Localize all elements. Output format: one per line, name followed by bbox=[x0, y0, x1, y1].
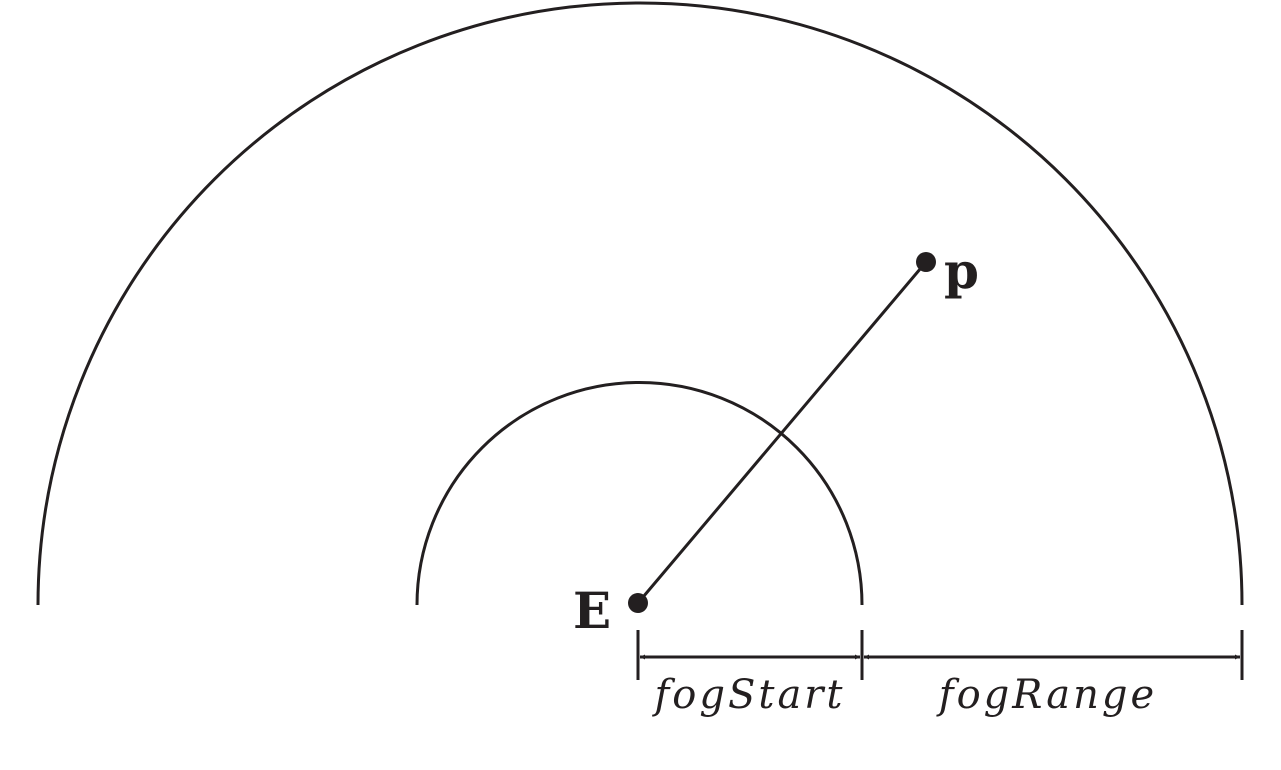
eye-label: E bbox=[573, 581, 611, 640]
point-label: p bbox=[944, 241, 979, 300]
outer-fog-range-arc bbox=[36, 1, 1244, 606]
inner-fog-start-arc bbox=[415, 381, 864, 606]
eye-to-point-line bbox=[636, 261, 928, 604]
eye-point-dot bbox=[628, 593, 648, 613]
fog-start-label: fogStart bbox=[651, 672, 845, 718]
target-point-dot bbox=[916, 252, 936, 272]
fog-range-label: fogRange bbox=[936, 672, 1157, 718]
